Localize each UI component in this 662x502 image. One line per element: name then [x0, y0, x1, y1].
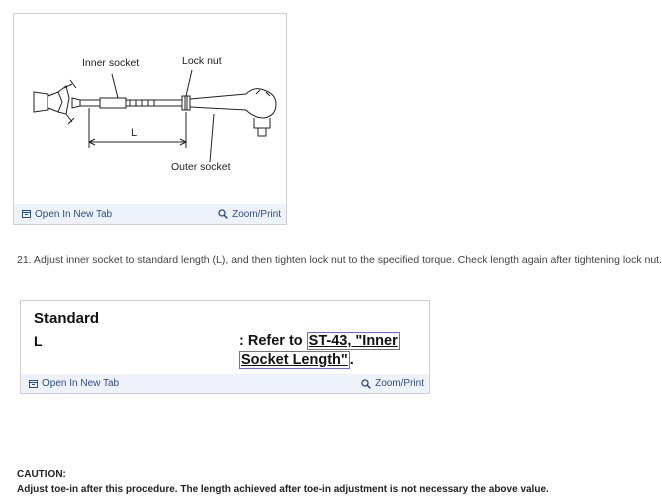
magnifier-icon	[361, 378, 371, 389]
standard-open-in-new-tab-label: Open In New Tab	[42, 378, 120, 389]
lock-nut-label: Lock nut	[182, 55, 222, 67]
reference-suffix: .	[349, 352, 354, 368]
inner-socket-label: Inner socket	[82, 57, 139, 69]
standard-card: Standard L : Refer to ST-43, "Inner Sock…	[20, 300, 430, 394]
refer-prefix: : Refer to	[239, 333, 307, 349]
standard-value: : Refer to ST-43, "Inner Socket Length".	[239, 332, 425, 370]
standard-row-label: L	[34, 333, 43, 349]
tie-rod-illustration[interactable]: Inner socket Lock nut L Outer socket	[14, 14, 286, 206]
open-in-new-tab-link[interactable]: Open In New Tab	[22, 209, 112, 220]
zoom-print-link[interactable]: Zoom/Print	[218, 209, 281, 220]
outer-socket-label: Outer socket	[171, 161, 231, 173]
caution-text: Adjust toe-in after this procedure. The …	[17, 484, 549, 495]
figure-card: Inner socket Lock nut L Outer socket Ope…	[13, 13, 287, 225]
new-tab-icon	[22, 210, 31, 218]
reference-link-line1[interactable]: ST-43, "Inner	[306, 332, 400, 350]
standard-open-in-new-tab-link[interactable]: Open In New Tab	[29, 378, 119, 389]
new-tab-icon	[29, 379, 38, 388]
tie-rod-diagram: Inner socket Lock nut L Outer socket	[33, 55, 277, 173]
caution-title: CAUTION:	[17, 469, 66, 480]
length-label: L	[131, 127, 137, 139]
reference-link-line2[interactable]: Socket Length"	[239, 351, 350, 369]
figure-footer: Open In New Tab Zoom/Print	[14, 204, 286, 224]
standard-footer: Open In New Tab Zoom/Print	[21, 374, 429, 393]
standard-zoom-print-link[interactable]: Zoom/Print	[361, 378, 424, 389]
magnifier-icon	[218, 209, 228, 219]
open-in-new-tab-label: Open In New Tab	[35, 208, 113, 220]
standard-title: Standard	[34, 310, 100, 327]
standard-zoom-print-label: Zoom/Print	[375, 378, 424, 389]
step-instruction: 21. Adjust inner socket to standard leng…	[17, 254, 662, 266]
zoom-print-label: Zoom/Print	[232, 208, 281, 220]
